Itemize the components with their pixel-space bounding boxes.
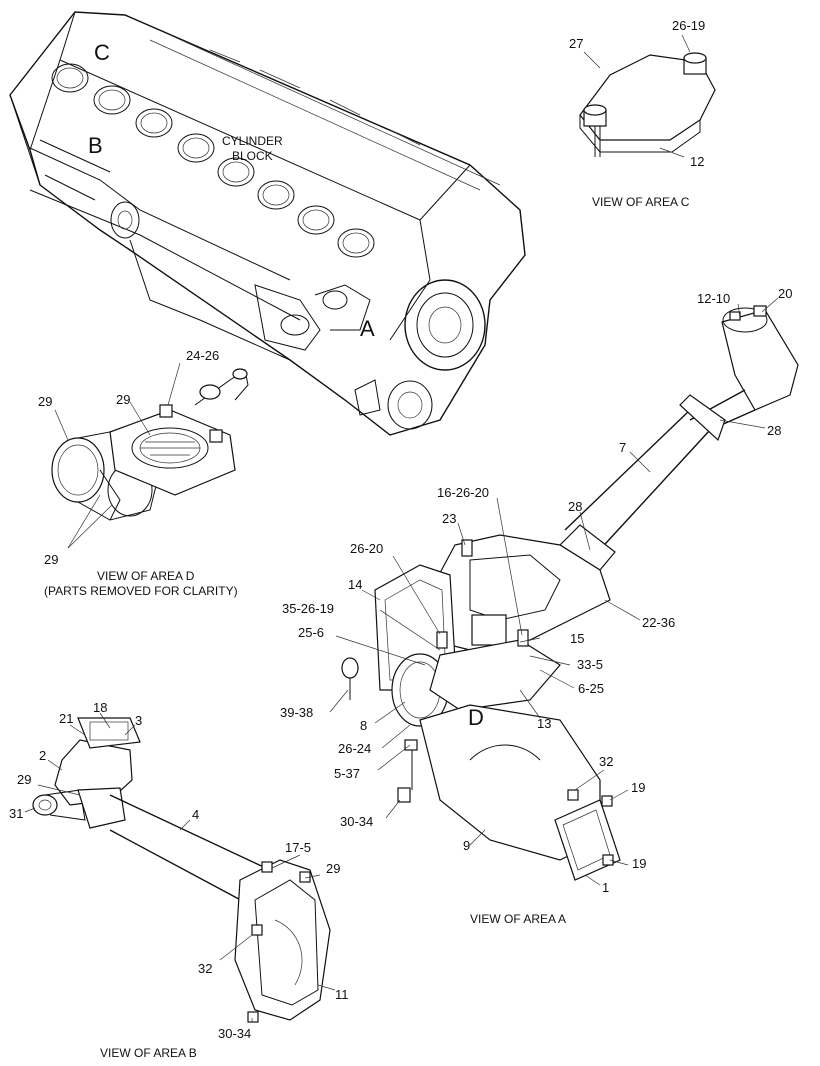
- area-marker-b: B: [88, 133, 103, 158]
- callout-a-23: 23: [442, 511, 456, 526]
- callout-a-35-26-19: 35-26-19: [282, 601, 334, 616]
- callout-b-4: 4: [192, 807, 199, 822]
- view-c-caption: VIEW OF AREA C: [592, 195, 690, 209]
- callout-a-28-upper: 28: [767, 423, 781, 438]
- callout-a-32: 32: [599, 754, 613, 769]
- view-c-cover-illustration: [579, 52, 716, 157]
- cylinder-bores: [51, 63, 375, 258]
- view-d-caption-note: (PARTS REMOVED FOR CLARITY): [44, 584, 238, 598]
- callout-a-8: 8: [360, 718, 367, 733]
- callout-b-3: 3: [135, 713, 142, 728]
- callout-c-26-19: 26-19: [672, 18, 705, 33]
- callout-a-30-34: 30-34: [340, 814, 373, 829]
- callout-a-19-lower: 19: [632, 856, 646, 871]
- area-marker-c: C: [94, 40, 110, 65]
- callout-b-2: 2: [39, 748, 46, 763]
- view-a-exhaust-illustration: [341, 305, 799, 881]
- callout-a-22-36: 22-36: [642, 615, 675, 630]
- callout-d-24-26: 24-26: [186, 348, 219, 363]
- callout-a-39-38: 39-38: [280, 705, 313, 720]
- callout-a-16-26-20: 16-26-20: [437, 485, 489, 500]
- callout-a-25-6: 25-6: [298, 625, 324, 640]
- callout-c-12: 12: [690, 154, 704, 169]
- callout-d-29-left: 29: [38, 394, 52, 409]
- callout-d-29-top: 29: [116, 392, 130, 407]
- cylinder-block-label-line2: BLOCK: [232, 149, 273, 163]
- callout-a-13: 13: [537, 716, 551, 731]
- callout-a-6-25: 6-25: [578, 681, 604, 696]
- callout-b-21: 21: [59, 711, 73, 726]
- callout-a-28-lower: 28: [568, 499, 582, 514]
- view-d-caption: VIEW OF AREA D: [97, 569, 195, 583]
- callout-a-12-10: 12-10: [697, 291, 730, 306]
- area-marker-a: A: [360, 316, 375, 341]
- callout-b-29-right: 29: [326, 861, 340, 876]
- callout-a-1: 1: [602, 880, 609, 895]
- callout-b-31: 31: [9, 806, 23, 821]
- callout-b-32: 32: [198, 961, 212, 976]
- callout-a-26-24: 26-24: [338, 741, 371, 756]
- callout-a-7: 7: [619, 440, 626, 455]
- callout-b-17-5: 17-5: [285, 840, 311, 855]
- engine-block-illustration: [9, 11, 526, 436]
- callout-a-9: 9: [463, 838, 470, 853]
- callout-a-19-upper: 19: [631, 780, 645, 795]
- callout-d-29-bottom: 29: [44, 552, 58, 567]
- cylinder-block-label-line1: CYLINDER: [222, 134, 283, 148]
- view-b-caption: VIEW OF AREA B: [100, 1046, 197, 1060]
- callout-a-26-20: 26-20: [350, 541, 383, 556]
- callout-a-20: 20: [778, 286, 792, 301]
- callout-a-5-37: 5-37: [334, 766, 360, 781]
- callout-b-30-34: 30-34: [218, 1026, 251, 1041]
- view-b-pipe-illustration: [32, 717, 331, 1023]
- view-a-caption: VIEW OF AREA A: [470, 912, 566, 926]
- callout-a-14: 14: [348, 577, 362, 592]
- callout-c-27: 27: [569, 36, 583, 51]
- callout-b-11: 11: [335, 987, 349, 1002]
- callout-a-15: 15: [570, 631, 584, 646]
- area-marker-d: D: [468, 705, 484, 730]
- view-d-elbow-illustration: [51, 368, 249, 521]
- callout-b-29-left: 29: [17, 772, 31, 787]
- callout-b-18: 18: [93, 700, 107, 715]
- callout-a-33-5: 33-5: [577, 657, 603, 672]
